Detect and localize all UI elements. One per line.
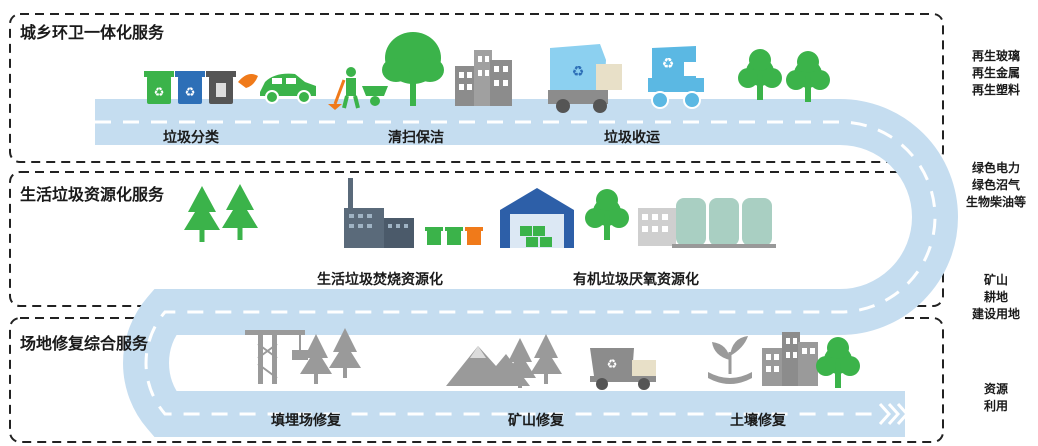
output-label: 矿山 (984, 272, 1008, 287)
svg-text:♻: ♻ (662, 56, 675, 72)
car-icon (260, 73, 316, 104)
output-label: 绿色电力 (972, 160, 1020, 175)
stage-label: 矿山修复 (508, 412, 565, 429)
warehouse-icon (500, 188, 574, 248)
buildings-gray-icon (762, 332, 860, 388)
road-end-chevrons (878, 402, 910, 426)
large-tree-icon (382, 32, 444, 106)
stage-label: 填埋场修复 (271, 412, 342, 429)
trees-icon (738, 49, 830, 102)
dump-truck-icon: ♻ (590, 348, 656, 390)
output-label: 耕地 (984, 289, 1008, 304)
section-box-2 (9, 171, 944, 307)
section-title-1: 城乡环卫一体化服务 (20, 23, 165, 42)
sprout-icon (708, 336, 752, 384)
output-label: 资源 (984, 381, 1008, 396)
mountain-icon (446, 334, 562, 388)
stage-label: 垃圾收运 (604, 129, 660, 146)
section-box-1 (9, 13, 944, 163)
svg-text:♻: ♻ (185, 85, 196, 99)
incineration-plant-icon (344, 178, 414, 248)
waste-bins-icon: ♻ ♻ (144, 71, 258, 104)
stage-label: 生活垃圾焚烧资源化 (317, 271, 443, 288)
stage-label: 有机垃圾厌氧资源化 (573, 271, 699, 288)
street-sweeper-icon (328, 67, 388, 110)
stage-label: 土壤修复 (730, 412, 787, 429)
garbage-truck-icon: ♻ ♻ (548, 44, 704, 113)
digester-tanks-icon (638, 198, 776, 248)
svg-text:♻: ♻ (572, 64, 585, 80)
output-label: 再生塑料 (972, 82, 1020, 97)
buildings-icon (455, 50, 512, 106)
landfill-crane-icon (245, 328, 361, 384)
section-title-3: 场地修复综合服务 (20, 334, 149, 353)
svg-text:♻: ♻ (607, 357, 618, 371)
output-label: 绿色沼气 (972, 177, 1020, 192)
stage-label: 清扫保洁 (388, 129, 444, 146)
road-dash (95, 120, 937, 416)
output-label: 生物柴油等 (966, 194, 1026, 209)
section-title-2: 生活垃圾资源化服务 (20, 185, 165, 204)
stage-label: 垃圾分类 (163, 129, 220, 146)
output-label: 再生金属 (972, 65, 1020, 80)
output-label: 利用 (984, 398, 1008, 413)
svg-text:♻: ♻ (154, 85, 165, 99)
output-label: 建设用地 (971, 306, 1020, 321)
pine-trees-icon (184, 184, 258, 242)
small-bins-icon (425, 227, 483, 245)
tree-icon (585, 189, 629, 240)
output-label: 再生玻璃 (972, 48, 1020, 63)
